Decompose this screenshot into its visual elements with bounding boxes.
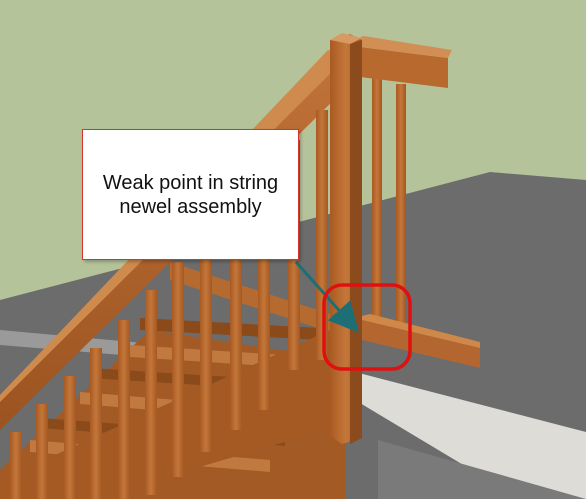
callout-line-2: newel assembly [119,195,262,218]
landing-string [362,320,480,368]
newel-post-top [330,33,362,44]
landing-string-top [362,314,480,348]
newel-post-side [350,40,362,444]
callout-line-1: Weak point in string [102,171,279,194]
landing-rail-top [352,36,452,58]
lower-floor [378,440,586,499]
floor-edge-band [355,372,586,499]
callout-box: Weak point in string newel assembly [82,129,299,260]
landing-rail [352,46,448,88]
callout-text: Weak point in string newel assembly [93,171,288,219]
weak-point-highlight-ring [322,283,412,371]
